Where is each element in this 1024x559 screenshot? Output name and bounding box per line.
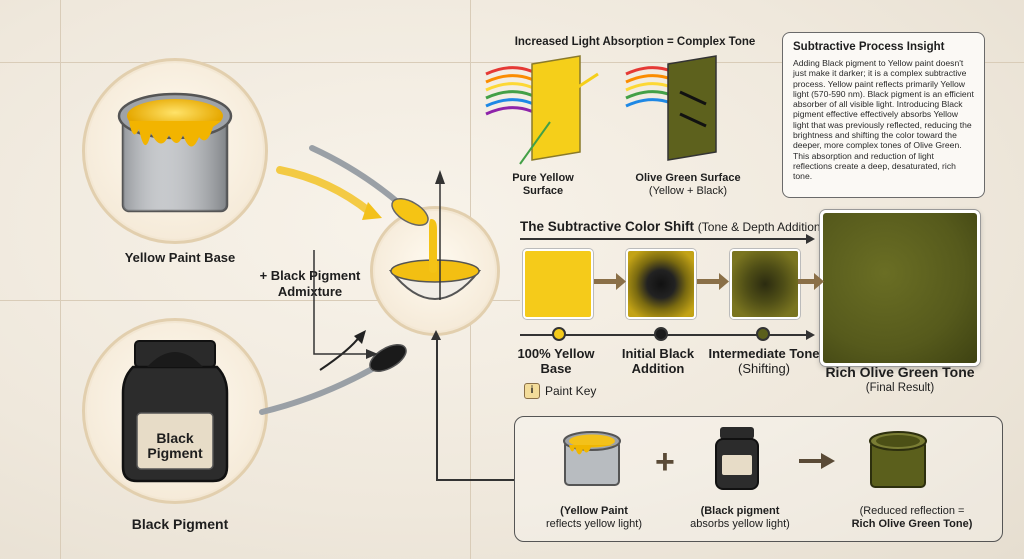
caption-line: Surface xyxy=(522,185,564,197)
stage-arrows xyxy=(594,273,729,290)
legend-line: (Black pigment xyxy=(700,505,780,517)
olive-surface-caption: Olive Green Surface (Yellow + Black) xyxy=(628,172,748,198)
yellow-paint-circle xyxy=(82,58,268,244)
final-line: (Final Result) xyxy=(865,382,935,394)
grid-line xyxy=(60,0,61,559)
insight-body: Adding Black pigment to Yellow paint doe… xyxy=(793,58,974,182)
caption-line: Pure Yellow xyxy=(512,172,574,184)
stage-label-2: Initial Black Addition xyxy=(608,346,708,376)
insight-title: Subtractive Process Insight xyxy=(793,41,945,53)
legend-item-black: (Black pigment absorbs yellow light) xyxy=(675,505,805,531)
black-pigment-label: Black Pigment xyxy=(131,516,229,532)
info-icon: i xyxy=(524,383,540,399)
legend-connector xyxy=(436,479,514,481)
legend-item-yellow: (Yellow Paint reflects yellow light) xyxy=(529,505,659,531)
timeline-dot xyxy=(654,327,668,341)
stage-line: Intermediate Tone xyxy=(708,346,820,361)
yellow-paint-can-icon xyxy=(117,92,233,213)
jar-label-text: Black Pigment xyxy=(147,430,203,461)
legend-connector xyxy=(436,340,438,480)
stage-line: (Shifting) xyxy=(737,361,791,376)
legend-line: absorbs yellow light) xyxy=(690,518,790,530)
caption-line: (Yellow + Black) xyxy=(648,185,728,197)
timeline-dot xyxy=(552,327,566,341)
arrow-right-icon xyxy=(799,453,835,469)
stage-line: Addition xyxy=(631,361,685,376)
paint-key-label: Paint Key xyxy=(545,384,597,398)
shift-heading: The Subtractive Color Shift (Tone & Dept… xyxy=(520,219,825,234)
swatch-yellow-base xyxy=(523,249,593,319)
arrow-head xyxy=(431,330,441,340)
olive-can-small-icon xyxy=(869,431,927,488)
admixture-label: + Black Pigment Admixture xyxy=(259,268,361,299)
paint-key-legend: + (Yellow Paint reflects yellow light) (… xyxy=(514,416,1003,542)
shift-top-arrow xyxy=(520,238,810,240)
grid-line xyxy=(0,300,520,301)
yellow-can-small-icon xyxy=(563,431,621,486)
insight-callout: Subtractive Process Insight Adding Black… xyxy=(782,32,985,198)
final-result-label: Rich Olive Green Tone (Final Result) xyxy=(820,364,980,396)
stage-line: Initial Black xyxy=(621,346,695,361)
black-pigment-jar-icon xyxy=(121,340,229,483)
stage-label-3: Intermediate Tone (Shifting) xyxy=(704,346,824,376)
arrow-head xyxy=(806,234,815,244)
yellow-base-label: Yellow Paint Base xyxy=(124,250,236,265)
legend-line: (Yellow Paint xyxy=(560,505,628,517)
timeline-line xyxy=(520,327,810,341)
legend-line: (Reduced reflection = xyxy=(859,505,965,517)
mixing-bowl-icon xyxy=(388,219,482,300)
shift-title: The Subtractive Color Shift xyxy=(520,219,695,234)
stage-label-1: 100% Yellow Base xyxy=(506,346,606,376)
stage-line: 100% Yellow xyxy=(517,346,595,361)
black-pigment-circle: Black Pigment xyxy=(82,318,268,504)
legend-line: Rich Olive Green Tone) xyxy=(851,518,973,530)
final-arrow xyxy=(798,273,824,290)
caption-line: Olive Green Surface xyxy=(635,172,741,184)
plus-sign: + xyxy=(655,443,675,481)
absorption-title: Increased Light Absorption = Complex Ton… xyxy=(514,36,756,48)
final-line: Rich Olive Green Tone xyxy=(825,364,975,380)
swatch-final-olive xyxy=(820,210,980,366)
swatch-intermediate xyxy=(730,249,800,319)
black-jar-small-icon xyxy=(715,427,759,490)
spoons-and-arrows xyxy=(259,145,445,415)
arrow-head xyxy=(806,330,815,340)
grid-line xyxy=(0,62,1024,63)
light-absorption-diagram xyxy=(485,55,717,165)
legend-line: reflects yellow light) xyxy=(546,518,642,530)
legend-item-olive: (Reduced reflection = Rich Olive Green T… xyxy=(837,505,987,531)
mixing-bowl-circle xyxy=(370,206,500,336)
swatch-initial-black xyxy=(626,249,696,319)
shift-subtitle: (Tone & Depth Addition) xyxy=(697,220,825,234)
timeline-dot xyxy=(756,327,770,341)
yellow-surface-caption: Pure Yellow Surface xyxy=(508,172,578,198)
stage-line: Base xyxy=(540,361,572,376)
